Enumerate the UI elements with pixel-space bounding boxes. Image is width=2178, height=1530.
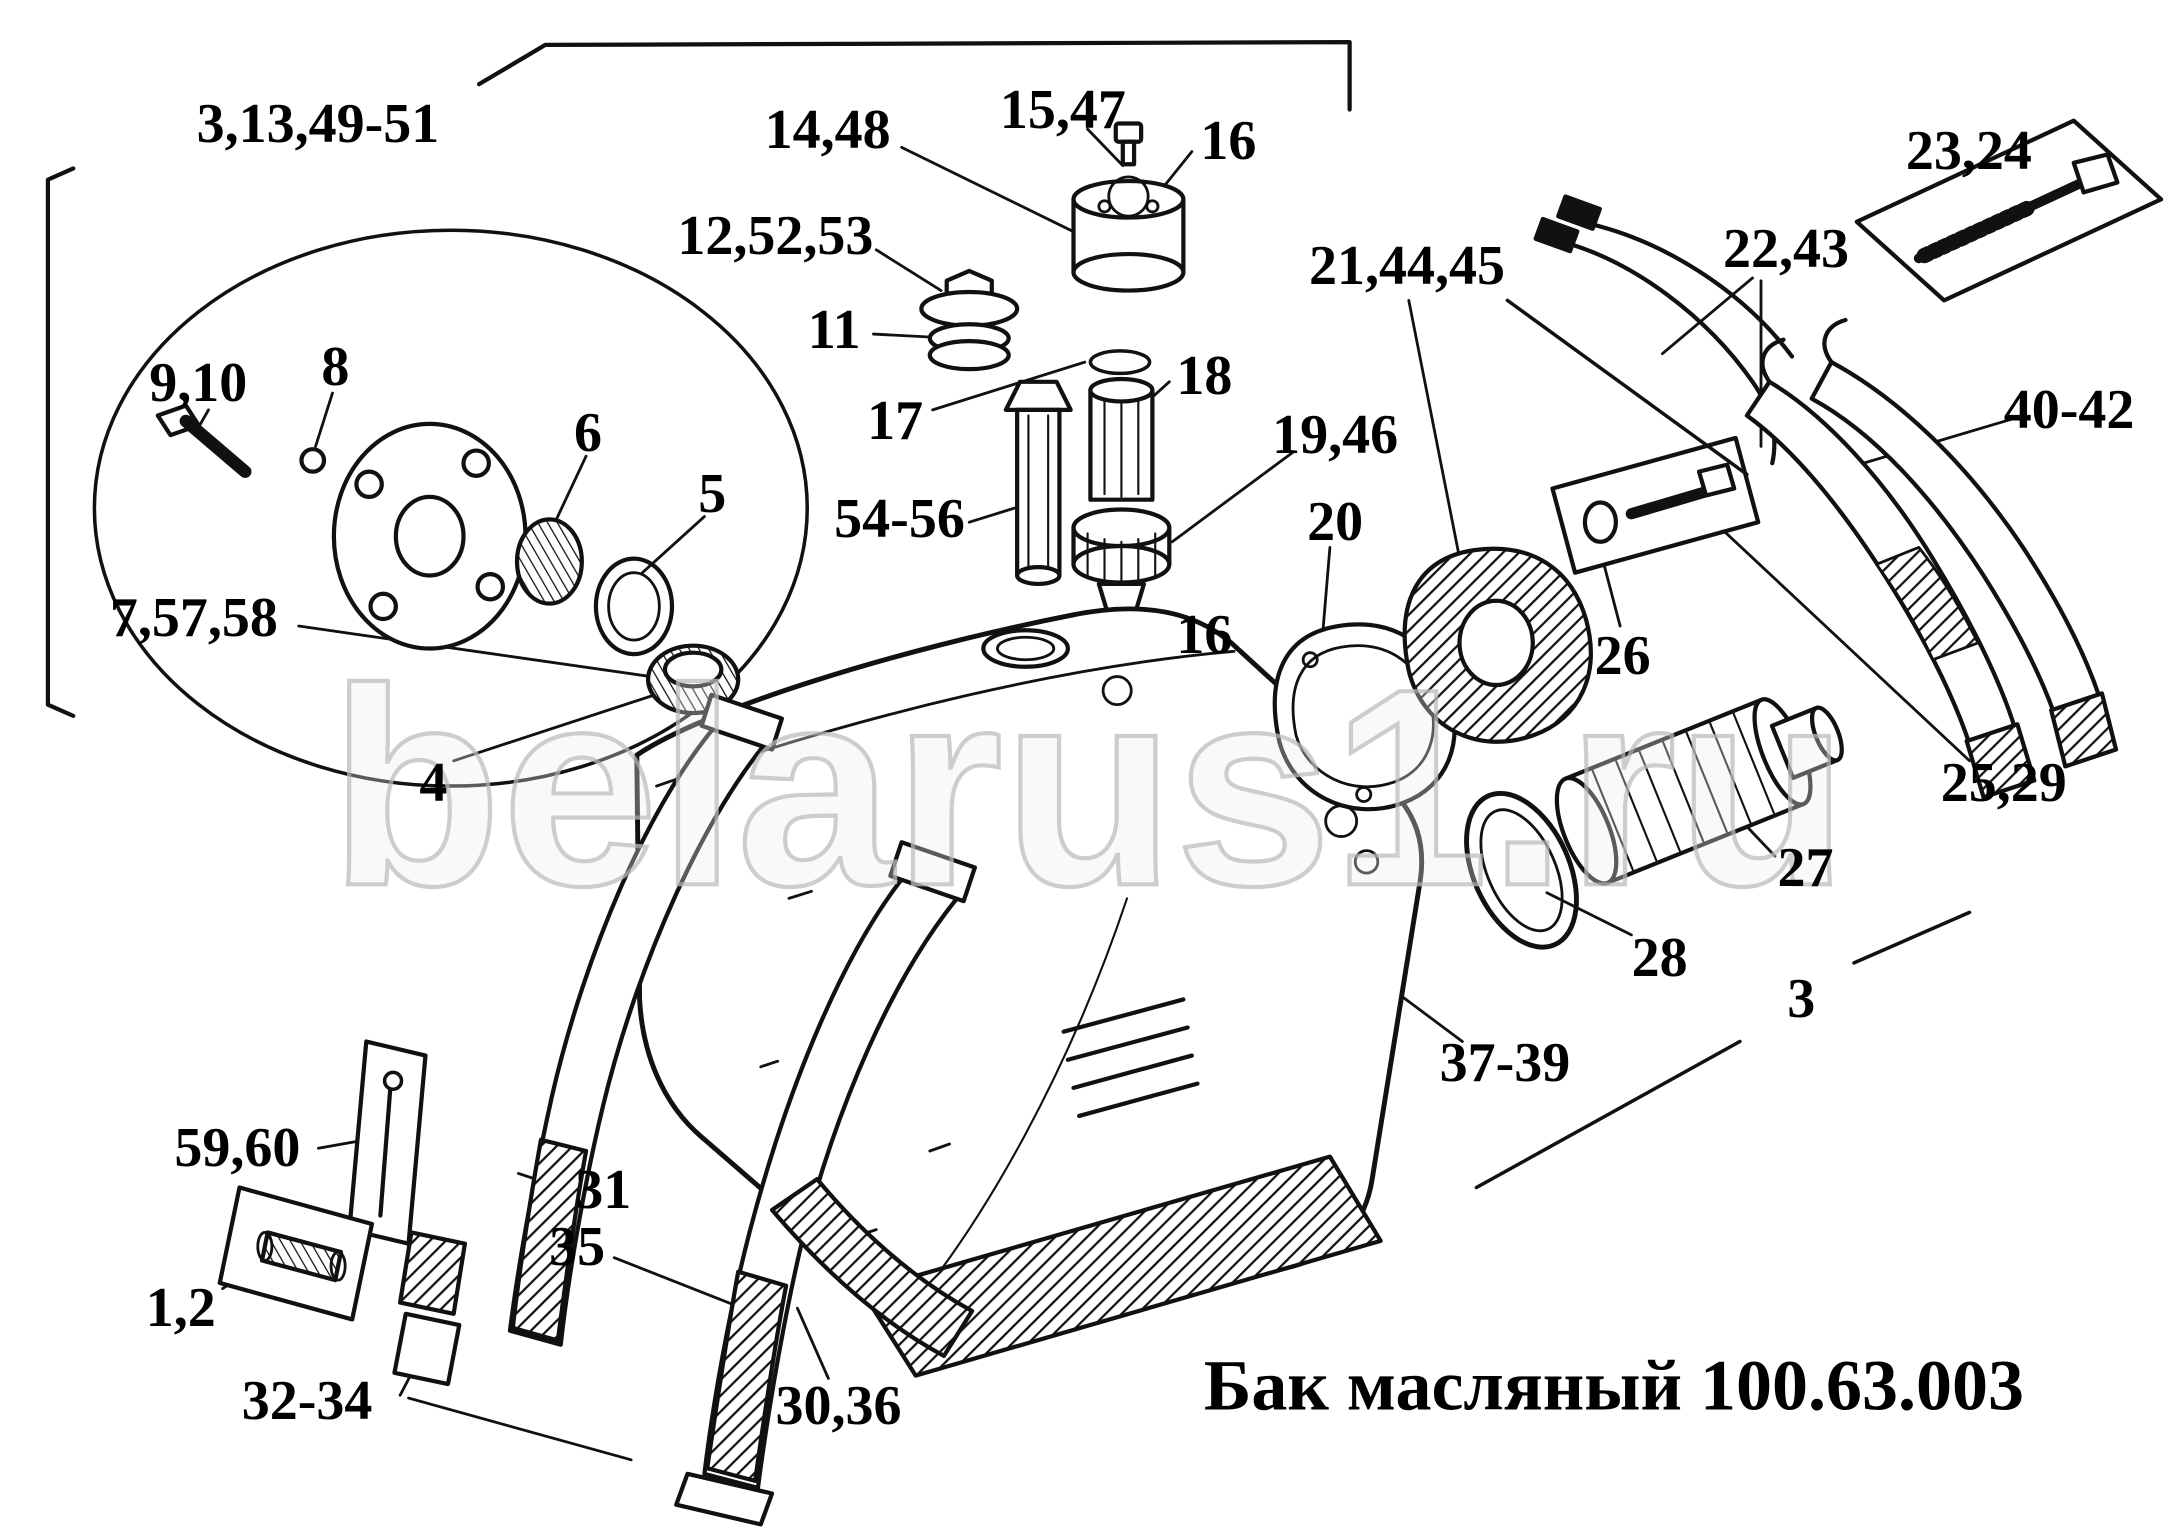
group-bracket-top	[45, 40, 1352, 718]
drawing-caption: Бак масляный 100.63.003	[1203, 1345, 2024, 1426]
strap-31	[507, 692, 784, 1347]
pin-1-2	[217, 1185, 375, 1322]
detail-balloon	[92, 228, 810, 788]
wires-22-43	[1505, 194, 1795, 477]
bolt-9-10	[155, 403, 252, 478]
strap-ends-32-34	[392, 1230, 468, 1387]
bolt-15-47	[1113, 121, 1144, 167]
base-plate	[860, 1154, 1383, 1378]
plug-12-52-53	[919, 268, 1020, 372]
filter-neck-18-19-46	[1071, 376, 1172, 631]
flange-plate	[331, 421, 528, 651]
ring-28	[1464, 790, 1579, 950]
filter-27	[1554, 697, 1844, 886]
cotter-pin-59-60	[347, 1039, 428, 1246]
suction-tube-54-56	[1003, 379, 1073, 587]
disc-6	[514, 517, 584, 606]
strap-35	[674, 840, 978, 1527]
ring-5	[593, 556, 675, 657]
filler-cap-14-48	[1071, 175, 1186, 293]
watermark: belarus1.ru	[330, 630, 1849, 944]
bolt-box-25-26	[1550, 435, 1761, 575]
cover-21-44-45	[1402, 546, 1593, 744]
ring-17	[1088, 349, 1152, 376]
bolt-23-24	[1854, 118, 2164, 303]
strap-30-36	[769, 1176, 975, 1359]
straps-40-42	[1744, 317, 2119, 800]
washer-8	[299, 447, 327, 474]
